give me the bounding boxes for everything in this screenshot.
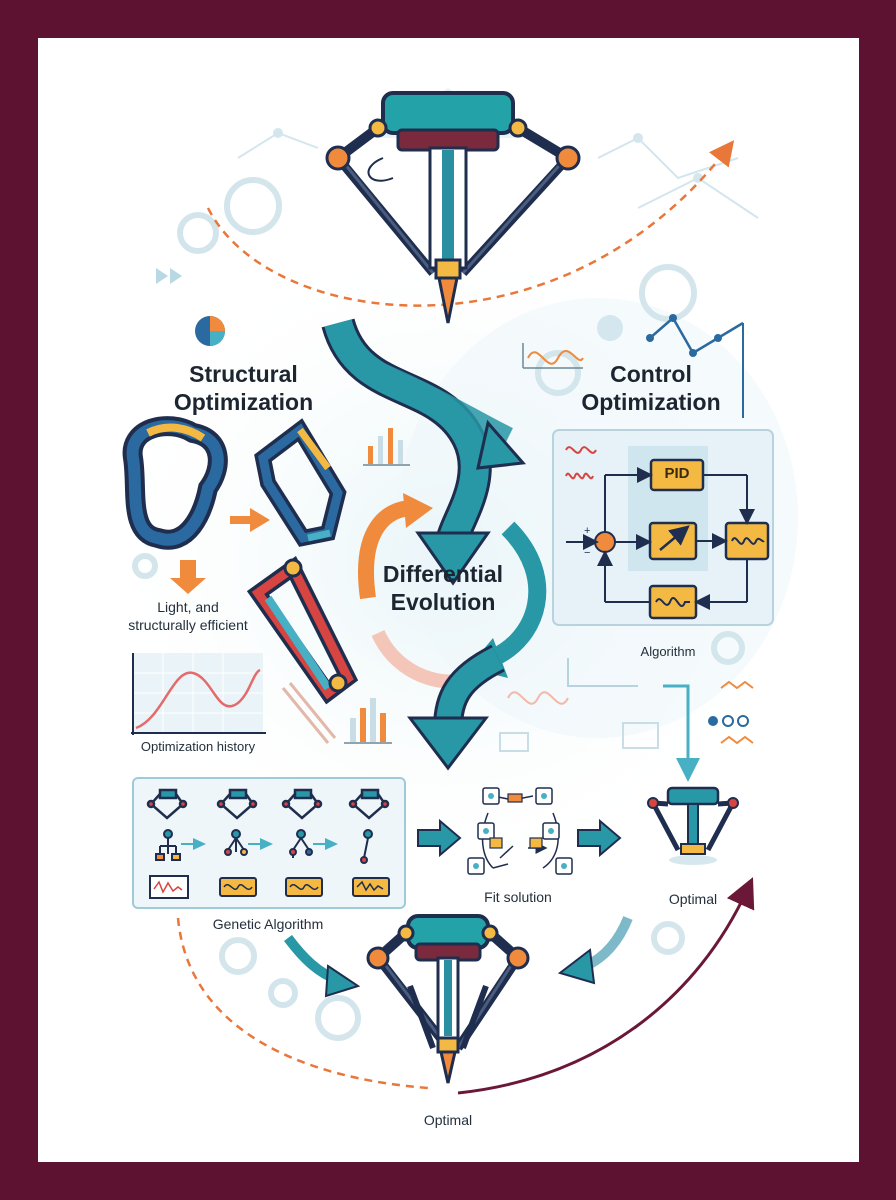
control-title-line2: Optimization — [581, 389, 721, 415]
optimal-right-caption: Optimal — [668, 891, 718, 907]
control-block-diagram: + − — [552, 429, 774, 626]
infographic-canvas: + − — [38, 38, 859, 1162]
main-flow-arrow — [321, 317, 527, 586]
pid-label: PID — [664, 465, 690, 482]
structural-title-line2: Optimization — [173, 389, 314, 415]
diagram-graphics: + − — [88, 88, 808, 1095]
light-line1: Light, and — [157, 599, 219, 615]
algorithm-caption: Algorithm — [640, 644, 696, 659]
delta-robot-icon — [647, 786, 739, 865]
optimization-history-chart — [131, 653, 266, 735]
summing-junction-icon — [594, 531, 616, 553]
fit-solution-network — [467, 787, 573, 875]
differential-evolution-title: Differential Evolution — [363, 560, 523, 616]
line-chart-icon — [522, 314, 744, 418]
structure-shape-2 — [254, 418, 347, 547]
optimal-bottom-caption: Optimal — [423, 1112, 473, 1128]
genetic-algorithm-caption: Genetic Algorithm — [212, 916, 324, 932]
center-line2: Evolution — [390, 589, 496, 615]
gear-icon — [132, 177, 745, 1041]
genetic-algorithm-box — [132, 777, 406, 909]
structure-shape-3 — [246, 556, 359, 705]
fit-solution-caption: Fit solution — [484, 889, 552, 905]
control-optimization-title: Control Optimization — [566, 360, 736, 416]
optimization-history-caption: Optimization history — [140, 739, 256, 754]
structural-optimization-title: Structural Optimization — [156, 360, 331, 416]
light-line2: structurally efficient — [128, 617, 248, 633]
structure-shape-1 — [122, 416, 228, 550]
delta-robot-icon — [366, 914, 530, 1084]
pie-chart-icon — [195, 315, 623, 346]
svg-text:+: + — [584, 525, 590, 537]
control-title-line1: Control — [610, 361, 692, 387]
center-line1: Differential — [382, 561, 504, 587]
delta-robot-icon — [325, 88, 581, 324]
light-efficient-caption: Light, and structurally efficient — [93, 598, 283, 634]
structural-title-line1: Structural — [189, 361, 298, 387]
bar-chart-icon — [344, 428, 410, 744]
svg-text:−: − — [584, 547, 590, 559]
